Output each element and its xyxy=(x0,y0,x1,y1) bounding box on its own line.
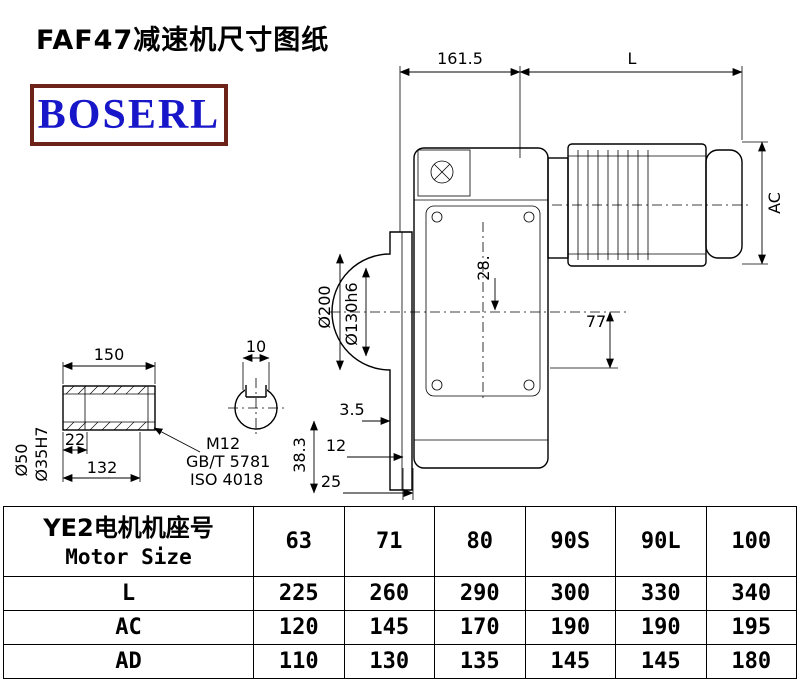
dim-motor-height: AC xyxy=(742,141,784,265)
dim-12-label: 12 xyxy=(326,436,346,455)
table-cell: 120 xyxy=(253,610,345,645)
dim-38-3-label: 38.3 xyxy=(290,437,309,473)
page-title: FAF47减速机尺寸图纸 xyxy=(36,25,330,56)
table-col-90S: 90S xyxy=(524,506,616,577)
table-cell: 170 xyxy=(434,610,526,645)
standard-gbt-label: GB/T 5781 xyxy=(186,452,270,471)
dim-161-5-label: 161.5 xyxy=(437,49,483,68)
table-cell: 190 xyxy=(524,610,616,645)
dim-10-label: 10 xyxy=(246,337,266,356)
table-row-L: L 225 260 290 300 330 340 xyxy=(3,576,797,611)
brand-logo: BOSERL xyxy=(30,84,228,146)
position-mark-icon xyxy=(430,160,454,184)
table-cell: 225 xyxy=(253,576,345,611)
table-header-motor-size: YE2电机机座号 Motor Size xyxy=(3,506,254,577)
motor xyxy=(547,143,743,267)
technical-drawing: 161.5 L AC xyxy=(12,49,784,500)
thread-M12-label: M12 xyxy=(206,434,240,453)
thread-callout: M12 GB/T 5781 ISO 4018 xyxy=(153,427,270,489)
table-header-cn: YE2电机机座号 xyxy=(43,514,214,543)
table-header-en: Motor Size xyxy=(65,544,192,569)
table-col-71: 71 xyxy=(343,506,435,577)
row-label-L: L xyxy=(3,576,254,611)
table-cell: 300 xyxy=(524,576,616,611)
dim-50-label: Ø50 xyxy=(12,444,31,477)
table-col-63: 63 xyxy=(253,506,345,577)
table-cell: 195 xyxy=(705,610,797,645)
center-lines xyxy=(330,204,750,402)
table-row-AC: AC 120 145 170 190 190 195 xyxy=(3,610,797,645)
table-cell: 340 xyxy=(705,576,797,611)
dim-77-label: 77 xyxy=(586,312,606,331)
dim-AC-label: AC xyxy=(765,192,784,214)
hollow-shaft-detail: 150 22 132 Ø50 xyxy=(12,345,156,482)
flange-plate xyxy=(331,231,413,491)
dim-25-label: 25 xyxy=(321,472,341,491)
table-cell: 145 xyxy=(524,644,616,679)
table-cell: 130 xyxy=(343,644,435,679)
dim-shaft-end: 3.5 12 25 38.3 xyxy=(290,400,414,500)
table-cell: 110 xyxy=(253,644,345,679)
dim-28-label: 28. xyxy=(474,255,493,280)
dim-22-label: 22 xyxy=(65,430,85,449)
table-row-AD: AD 110 130 135 145 145 180 xyxy=(3,644,797,679)
table-col-80: 80 xyxy=(434,506,526,577)
table-cell: 145 xyxy=(615,644,707,679)
dim-flange-diameters: Ø200 Ø130h6 xyxy=(315,253,370,371)
dim-77: 77 xyxy=(550,311,618,369)
housing-body xyxy=(413,147,549,469)
table-cell: 180 xyxy=(705,644,797,679)
dim-150-label: 150 xyxy=(94,345,125,364)
table-cell: 190 xyxy=(615,610,707,645)
table-col-100: 100 xyxy=(705,506,797,577)
dim-200-label: Ø200 xyxy=(315,285,334,328)
table-cell: 330 xyxy=(615,576,707,611)
shaft-outline xyxy=(62,385,156,431)
dim-3-5-label: 3.5 xyxy=(339,400,364,419)
table-cell: 260 xyxy=(343,576,435,611)
dim-35H7-label: Ø35H7 xyxy=(32,426,51,481)
dim-L-label: L xyxy=(628,49,637,68)
motor-flange-bell xyxy=(547,157,569,259)
gear-housing xyxy=(413,147,549,469)
size-table: YE2电机机座号 Motor Size 63 71 80 90S 90L 100… xyxy=(3,506,797,679)
row-label-AC: AC xyxy=(3,610,254,645)
table-cell: 290 xyxy=(434,576,526,611)
standard-iso-label: ISO 4018 xyxy=(190,470,263,489)
cover-plate xyxy=(425,205,541,397)
table-cell: 145 xyxy=(343,610,435,645)
dim-132-label: 132 xyxy=(87,458,118,477)
brand-logo-text: BOSERL xyxy=(37,92,221,138)
fan-cowl xyxy=(705,149,743,259)
dim-130-label: Ø130h6 xyxy=(342,282,361,345)
table-header-row: YE2电机机座号 Motor Size 63 71 80 90S 90L 100 xyxy=(3,506,797,577)
table-col-90L: 90L xyxy=(615,506,707,577)
dim-28: 28. xyxy=(474,255,499,311)
table-cell: 135 xyxy=(434,644,526,679)
row-label-AD: AD xyxy=(3,644,254,679)
key-cross-section: 10 xyxy=(228,337,284,438)
dim-overall-length: 161.5 L xyxy=(399,49,743,232)
